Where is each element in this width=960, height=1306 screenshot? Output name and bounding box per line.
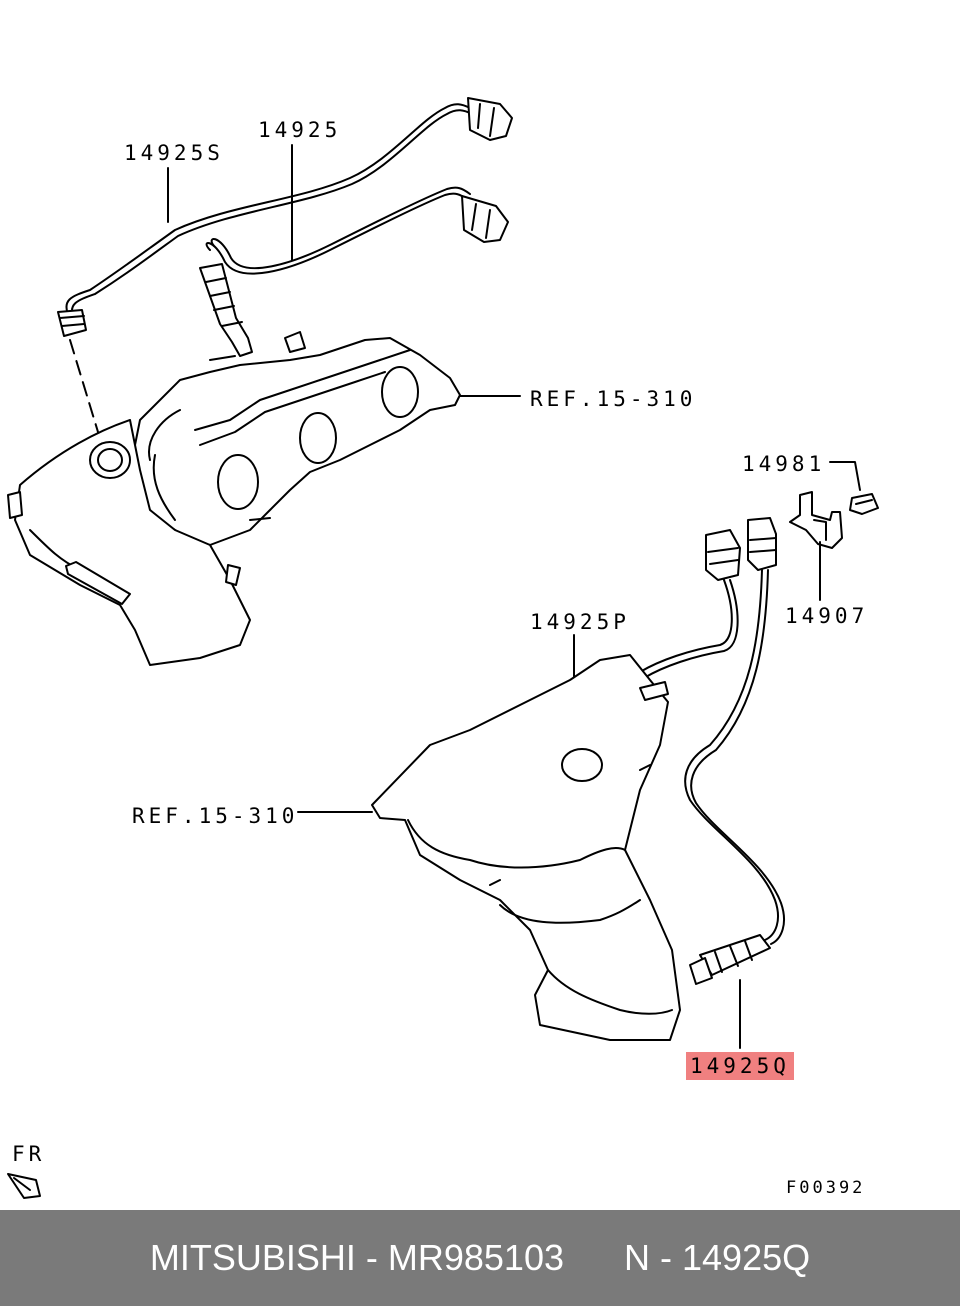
label-ref-top: REF.15-310 bbox=[530, 387, 697, 411]
sensor-14925s-connector bbox=[467, 97, 513, 141]
label-14925q-highlighted: 14925Q bbox=[686, 1052, 794, 1080]
label-14925: 14925 bbox=[258, 118, 342, 142]
label-14925p: 14925P bbox=[530, 610, 630, 634]
sensor-14925s-head bbox=[57, 309, 87, 337]
leader-14981 bbox=[829, 461, 861, 491]
label-fr: FR bbox=[12, 1142, 46, 1166]
sensor-14925-wire bbox=[205, 186, 471, 275]
bolt-14981 bbox=[849, 493, 879, 515]
sensor-14925s-wire bbox=[65, 103, 473, 321]
sensor-14925q-body bbox=[689, 934, 771, 985]
footer-n-label: N bbox=[624, 1237, 651, 1278]
footer-gap bbox=[564, 1237, 624, 1279]
sensor-14925-body bbox=[199, 263, 253, 357]
figure-code: F00392 bbox=[786, 1178, 866, 1198]
label-14981: 14981 bbox=[742, 452, 826, 476]
upper-exhaust-manifold bbox=[127, 331, 461, 546]
footer-part-number: MR985103 bbox=[387, 1237, 564, 1278]
footer-separator-2: - bbox=[650, 1237, 683, 1278]
connector-14925p bbox=[705, 529, 741, 581]
sensor-14925-connector bbox=[461, 195, 509, 243]
footer-ref-code: 14925Q bbox=[682, 1237, 811, 1278]
upper-manifold-heat-shield bbox=[7, 419, 251, 666]
footer-separator: - bbox=[355, 1237, 388, 1278]
fr-arrow-icon bbox=[7, 1173, 41, 1199]
upper-sensor-boss bbox=[89, 441, 131, 479]
lower-exhaust-manifold bbox=[371, 654, 681, 1041]
sensor-14925q-wire bbox=[684, 569, 785, 945]
parts-diagram bbox=[7, 97, 879, 1199]
footer-brand: MITSUBISHI bbox=[149, 1237, 356, 1278]
label-ref-bottom: REF.15-310 bbox=[132, 804, 299, 828]
label-14925s: 14925S bbox=[124, 141, 224, 165]
connector-14925q bbox=[747, 517, 777, 571]
label-14907: 14907 bbox=[785, 604, 869, 628]
bracket-14907 bbox=[789, 491, 843, 549]
footer-bar: MITSUBISHI - MR985103 N - 14925Q bbox=[0, 1210, 960, 1306]
